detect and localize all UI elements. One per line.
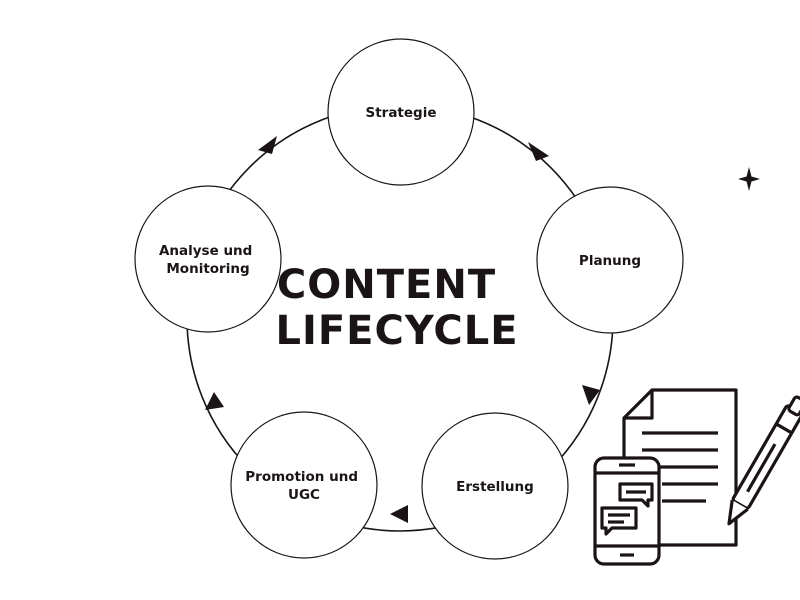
stage-label-line: UGC xyxy=(288,487,320,503)
stage-node-planung: Planung xyxy=(536,186,684,334)
stage-label-line: Monitoring xyxy=(166,261,249,277)
arrow-analyse-to-strategie xyxy=(258,136,277,154)
stage-label-line: Erstellung xyxy=(456,479,534,495)
stage-label-line: Strategie xyxy=(365,105,436,121)
arrow-promotion-to-analyse xyxy=(205,392,224,410)
svg-text:Planung: Planung xyxy=(579,253,641,269)
sparkle-icon xyxy=(738,167,760,191)
svg-text:Promotion und UGC: Promotion und UGC xyxy=(245,469,362,503)
stage-node-erstellung: Erstellung xyxy=(421,412,569,560)
pen-icon xyxy=(727,395,800,526)
arrow-planung-to-erstellung xyxy=(582,385,600,405)
center-title-line-1: CONTENT xyxy=(277,262,496,308)
stage-node-promotion-und-ugc: Promotion und UGC xyxy=(230,411,378,559)
arrow-strategie-to-planung xyxy=(528,142,549,161)
phone-icon xyxy=(593,456,661,566)
svg-text:Erstellung: Erstellung xyxy=(456,479,534,495)
stage-label-line: Promotion und xyxy=(245,469,358,485)
stage-label-line: Analyse und xyxy=(159,243,252,259)
center-title-line-2: LIFECYCLE xyxy=(275,308,518,354)
stage-label-line: Planung xyxy=(579,253,641,269)
arrow-erstellung-to-promotion xyxy=(390,505,408,523)
svg-text:Analyse und Monitoring: Analyse und Monitoring xyxy=(159,243,257,277)
stage-node-strategie: Strategie xyxy=(327,38,475,186)
svg-text:Strategie: Strategie xyxy=(365,105,436,121)
cycle-arrows xyxy=(205,136,600,523)
svg-text:CONTENT LIFECYCLE: CONTENT LIFECYCLE xyxy=(275,262,518,354)
stage-node-analyse-und-monitoring: Analyse und Monitoring xyxy=(134,185,282,333)
